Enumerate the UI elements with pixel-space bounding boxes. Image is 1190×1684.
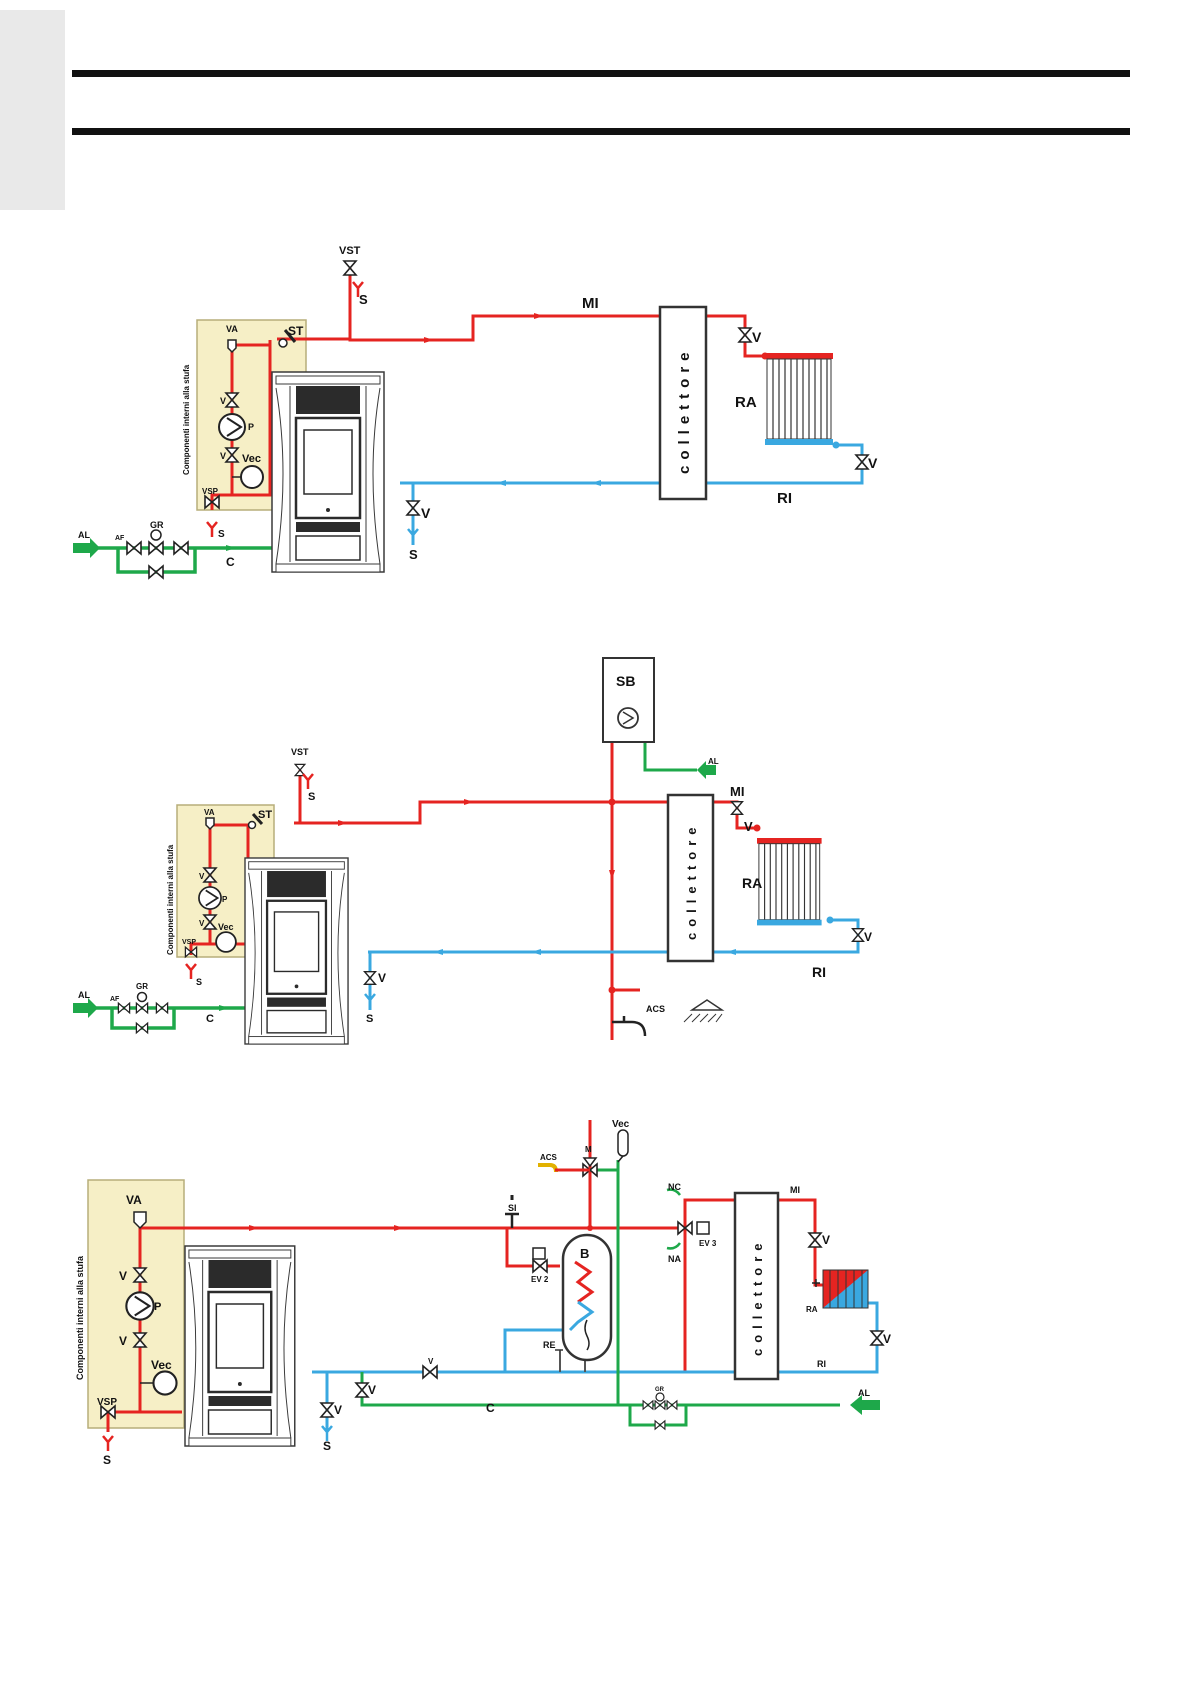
diagram-1: Componenti interni alla stufa	[73, 245, 878, 579]
label-gr: GR	[655, 1387, 665, 1393]
label-vec: Vec	[242, 453, 261, 465]
collector-label-2: collettore	[684, 821, 699, 940]
label-ra: RA	[742, 875, 762, 891]
label-si: SI	[508, 1203, 517, 1213]
label-re: RE	[543, 1340, 556, 1350]
label-v: V	[199, 872, 205, 881]
label-s: S	[359, 292, 368, 307]
label-c: C	[206, 1013, 214, 1025]
label-v: V	[864, 930, 872, 944]
label-s: S	[218, 529, 225, 540]
label-va: VA	[226, 324, 238, 334]
label-ri: RI	[817, 1359, 826, 1369]
label-s: S	[323, 1439, 331, 1453]
label-vsp: VSP	[182, 939, 196, 946]
label-vst: VST	[339, 245, 361, 257]
side-tab	[0, 10, 65, 210]
label-p: P	[222, 895, 228, 904]
label-ev2: EV 2	[531, 1275, 549, 1284]
label-v: V	[220, 396, 226, 406]
label-s: S	[409, 547, 418, 562]
header-rule-top	[72, 70, 1130, 77]
label-acs: ACS	[646, 1004, 665, 1014]
collector-box-1	[658, 305, 708, 501]
boiler-b	[561, 1233, 613, 1362]
label-na: NA	[668, 1254, 681, 1264]
label-m: M	[585, 1145, 592, 1154]
label-v: V	[119, 1269, 127, 1283]
label-gr: GR	[150, 520, 164, 530]
label-al: AL	[78, 530, 90, 540]
label-nc: NC	[668, 1182, 681, 1192]
label-v: V	[378, 971, 386, 985]
label-va: VA	[204, 808, 215, 817]
label-ri: RI	[777, 490, 792, 507]
label-ra: RA	[806, 1305, 818, 1314]
label-v: V	[334, 1403, 342, 1417]
label-v: V	[368, 1383, 376, 1397]
label-vec: Vec	[151, 1358, 172, 1372]
label-v: V	[421, 505, 431, 521]
label-v: V	[883, 1332, 891, 1346]
label-s: S	[103, 1453, 111, 1467]
label-acs: ACS	[540, 1153, 558, 1162]
label-vsp: VSP	[97, 1397, 117, 1408]
header-rule-bottom	[72, 128, 1130, 135]
label-p: P	[154, 1301, 161, 1313]
label-c: C	[486, 1401, 495, 1415]
label-v: V	[119, 1334, 127, 1348]
label-mi: MI	[790, 1185, 800, 1195]
label-st: ST	[288, 324, 304, 338]
label-vst: VST	[291, 747, 309, 757]
label-v: V	[428, 1357, 434, 1366]
label-af: AF	[110, 996, 120, 1003]
sb-boiler	[602, 657, 655, 743]
label-mi: MI	[730, 784, 744, 799]
label-p: P	[248, 422, 254, 432]
label-al: AL	[858, 1388, 870, 1398]
label-v: V	[744, 819, 753, 834]
label-gr: GR	[136, 982, 148, 991]
collector-box-2	[666, 793, 715, 963]
label-va: VA	[126, 1193, 142, 1207]
label-vsp: VSP	[202, 487, 219, 496]
label-v: V	[822, 1233, 830, 1247]
label-v: V	[199, 919, 205, 928]
label-vec: Vec	[218, 922, 234, 932]
label-s: S	[308, 791, 315, 803]
collector-label-1: collettore	[676, 346, 693, 474]
label-sb: SB	[616, 673, 635, 689]
label-st: ST	[258, 809, 272, 821]
label-ev3: EV 3	[699, 1239, 717, 1248]
label-vec: Vec	[612, 1119, 630, 1130]
label-s: S	[366, 1013, 373, 1025]
label-ri: RI	[812, 964, 826, 980]
label-c: C	[226, 555, 235, 569]
components-label-3: Componenti interni alla stufa	[75, 1255, 85, 1380]
components-label: Componenti interni alla stufa	[182, 364, 191, 475]
label-af: AF	[115, 535, 125, 542]
diagram-2: Componenti interni alla stufa	[73, 657, 872, 1046]
label-v: V	[220, 451, 226, 461]
collector-label-3: collettore	[750, 1237, 765, 1356]
diagram-3: Componenti interni alla stufa	[75, 1119, 891, 1467]
label-al: AL	[708, 757, 719, 766]
label-ra: RA	[735, 394, 757, 411]
label-v: V	[868, 455, 878, 471]
label-v: V	[752, 329, 762, 345]
components-label-2: Componenti interni alla stufa	[166, 844, 175, 955]
label-b: B	[580, 1246, 589, 1261]
label-al: AL	[78, 990, 90, 1000]
collector-box-3	[733, 1191, 780, 1381]
label-mi: MI	[582, 295, 599, 312]
label-s: S	[196, 977, 202, 987]
